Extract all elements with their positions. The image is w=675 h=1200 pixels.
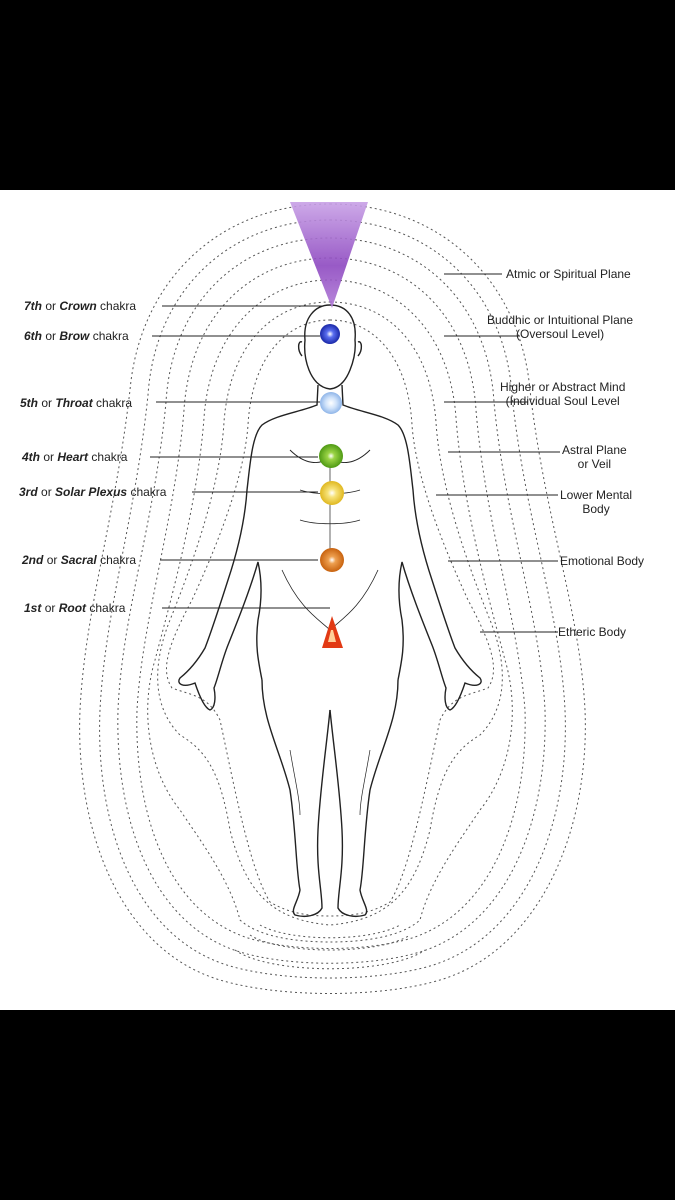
label-ordinal: 4th xyxy=(22,450,40,464)
label-line: Astral Plane xyxy=(562,443,627,457)
heart-chakra-dot xyxy=(319,444,343,468)
label-suffix: chakra xyxy=(92,329,129,343)
label-line: Emotional Body xyxy=(560,554,645,568)
label-line: (Oversoul Level) xyxy=(516,327,605,341)
label-higher-mind: Higher or Abstract Mind(Individual Soul … xyxy=(500,380,625,408)
label-suffix: chakra xyxy=(100,299,137,313)
label-brow-chakra: 6th or Brow chakra xyxy=(24,329,129,343)
leader-lines xyxy=(150,273,560,633)
label-root-chakra: 1st or Root chakra xyxy=(24,601,125,615)
label-connector: or xyxy=(43,450,55,464)
label-suffix: chakra xyxy=(130,485,167,499)
label-etheric-body: Etheric Body xyxy=(558,625,626,639)
label-line: Lower Mental xyxy=(560,488,633,502)
label-throat-chakra: 5th or Throat chakra xyxy=(20,396,132,410)
aura-ground-2 xyxy=(234,949,426,970)
label-chakra-name: Crown xyxy=(59,299,97,313)
label-connector: or xyxy=(41,485,52,499)
label-connector: or xyxy=(44,601,56,615)
label-ordinal: 3rd xyxy=(19,485,38,499)
label-line: (Individual Soul Level xyxy=(505,394,620,408)
diagram-panel: 7th or Crown chakra 6th or Brow chakra 5… xyxy=(0,190,675,1010)
figure-torso xyxy=(178,384,319,711)
label-chakra-name: Throat xyxy=(55,396,93,410)
figure-legs xyxy=(261,679,331,917)
aura-ground-3 xyxy=(259,924,401,939)
label-ordinal: 2nd xyxy=(22,553,44,567)
label-line: Body xyxy=(582,502,610,516)
label-ordinal: 6th xyxy=(24,329,42,343)
solar-chakra-dot xyxy=(320,481,344,505)
sacral-chakra-dot xyxy=(320,548,344,572)
label-chakra-name: Root xyxy=(58,601,87,615)
label-suffix: chakra xyxy=(91,450,128,464)
label-chakra-name: Sacral xyxy=(60,553,97,567)
label-ordinal: 1st xyxy=(24,601,42,615)
aura-layer-3 xyxy=(117,237,546,964)
label-atmic-plane: Atmic or Spiritual Plane xyxy=(506,267,631,281)
label-line: Buddhic or Intuitional Plane xyxy=(487,313,634,327)
label-emotional-body: Emotional Body xyxy=(560,554,644,568)
figure-head xyxy=(303,304,356,390)
label-buddhic-plane: Buddhic or Intuitional Plane(Oversoul Le… xyxy=(487,313,633,341)
label-sacral-chakra: 2nd or Sacral chakra xyxy=(22,553,136,567)
label-crown-chakra: 7th or Crown chakra xyxy=(24,299,136,313)
label-line: Etheric Body xyxy=(558,625,627,639)
label-solar-plexus-chakra: 3rd or Solar Plexus chakra xyxy=(19,485,166,499)
aura-layer-2 xyxy=(99,219,566,979)
label-line: Higher or Abstract Mind xyxy=(500,380,626,394)
crown-beam xyxy=(290,202,368,308)
aura-ground-1 xyxy=(249,934,411,951)
chakra-dots xyxy=(319,324,344,648)
label-chakra-name: Solar Plexus xyxy=(55,485,128,499)
aura-outer xyxy=(79,203,586,994)
label-chakra-name: Heart xyxy=(57,450,89,464)
label-connector: or xyxy=(46,553,58,567)
aura-layer-5 xyxy=(147,279,513,943)
label-line: Atmic or Spiritual Plane xyxy=(506,267,631,281)
brow-chakra-dot xyxy=(320,324,340,344)
label-ordinal: 5th xyxy=(20,396,38,410)
label-line: or Veil xyxy=(577,457,612,471)
label-connector: or xyxy=(45,299,57,313)
label-heart-chakra: 4th or Heart chakra xyxy=(22,450,127,464)
label-ordinal: 7th xyxy=(24,299,42,313)
aura-layer-4 xyxy=(136,257,526,949)
label-suffix: chakra xyxy=(96,396,133,410)
label-chakra-name: Brow xyxy=(59,329,90,343)
aura-diagram xyxy=(79,202,586,994)
label-suffix: chakra xyxy=(100,553,137,567)
throat-chakra-dot xyxy=(320,392,342,414)
label-connector: or xyxy=(45,329,57,343)
label-connector: or xyxy=(41,396,53,410)
label-suffix: chakra xyxy=(89,601,126,615)
